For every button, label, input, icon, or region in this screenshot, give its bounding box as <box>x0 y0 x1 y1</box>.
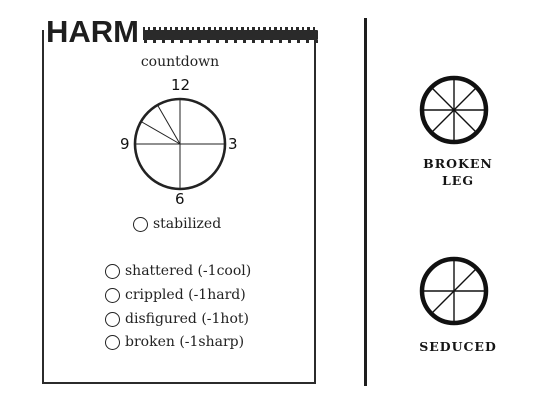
debility-row[interactable]: shattered (-1cool) <box>105 263 251 279</box>
harm-countdown-clock[interactable] <box>130 94 230 194</box>
wheel-spoke <box>430 267 478 315</box>
debility-checkbox[interactable] <box>105 334 120 350</box>
debility-row[interactable]: crippled (-1hard) <box>105 287 246 303</box>
stabilized-label: stabilized <box>153 216 222 232</box>
debility-label: disfigured (-1hot) <box>125 311 249 327</box>
debility-checkbox[interactable] <box>105 263 120 279</box>
debility-row[interactable]: disfigured (-1hot) <box>105 311 249 327</box>
clock-9-label: 9 <box>120 135 130 153</box>
harm-title: HARM <box>46 14 143 50</box>
vertical-divider <box>364 18 367 386</box>
clock-3-label: 3 <box>228 135 238 153</box>
debility-label: crippled (-1hard) <box>125 287 246 303</box>
countdown-label: countdown <box>140 54 220 70</box>
debility-label: broken (-1sharp) <box>125 334 245 350</box>
clock-segment-1100[interactable] <box>157 104 181 145</box>
debility-row[interactable]: broken (-1sharp) <box>105 334 244 350</box>
debility-checkbox[interactable] <box>105 311 120 327</box>
clock-12-label: 12 <box>171 76 191 94</box>
debility-label: shattered (-1cool) <box>125 263 252 279</box>
header-grunge-bar <box>142 27 318 43</box>
debility-checkbox[interactable] <box>105 287 120 303</box>
clock-6-label: 6 <box>175 190 185 208</box>
seduced-wheel[interactable] <box>418 255 490 327</box>
condition-label-line: SEDUCED <box>419 339 497 354</box>
broken-leg-wheel[interactable] <box>418 74 490 146</box>
harm-panel <box>42 30 316 384</box>
condition-label-line: BROKEN <box>423 156 493 171</box>
broken-leg-label: BROKEN LEG <box>393 155 523 189</box>
seduced-label: SEDUCED <box>393 338 523 355</box>
clock-segment-1000[interactable] <box>140 121 181 145</box>
harm-header: HARM <box>42 14 318 50</box>
wheel-spoke <box>430 86 478 134</box>
stabilized-row[interactable]: stabilized <box>133 216 221 232</box>
condition-label-line: LEG <box>442 173 474 188</box>
stabilized-checkbox[interactable] <box>133 216 148 232</box>
